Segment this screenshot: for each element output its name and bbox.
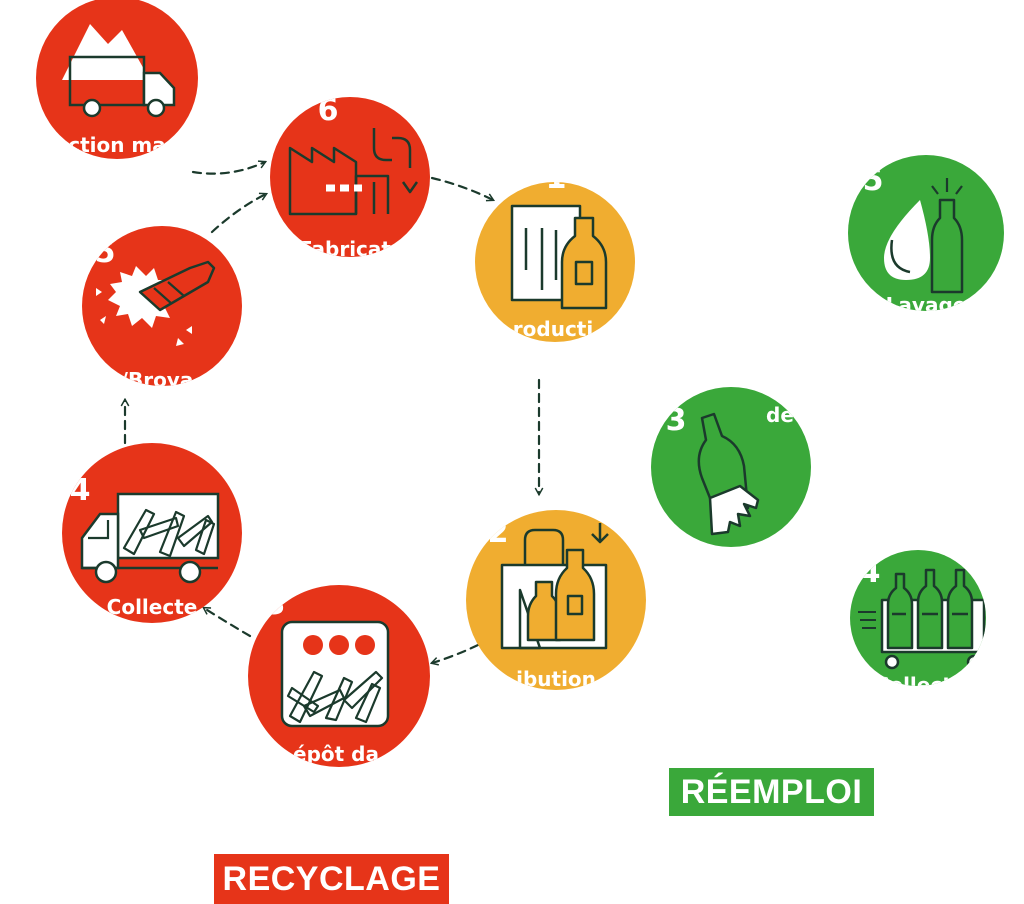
reuse-tag: RÉEMPLOI (669, 768, 874, 816)
washing-drop-icon (884, 178, 964, 294)
node-number: 5 (95, 235, 116, 270)
node-label: Lavage (886, 293, 967, 317)
node-number: 3 (666, 403, 687, 438)
node-number: 5 (863, 163, 884, 198)
node-fabrication: 6 Fabricat (270, 93, 430, 261)
flow-arrows (125, 162, 539, 663)
recycle-tag: RECYCLAGE (214, 854, 449, 904)
node-extraction: ction ma (36, 0, 198, 159)
node-label: épôt da (293, 742, 379, 766)
node-circle (651, 387, 811, 547)
node-label: Fabricat (299, 237, 391, 261)
arrow-fabrication-to-production (430, 176, 493, 200)
node-number: 3 (265, 587, 286, 622)
node-production: 1 roducti (475, 161, 635, 342)
node-number: 6 (318, 93, 339, 128)
node-number: 4 (70, 473, 91, 508)
node-depot: 3 épôt da (248, 585, 430, 767)
node-lavage: 5 Lavage (848, 155, 1004, 317)
arrow-depot-to-collecte (204, 608, 252, 638)
arrow-extraction-to-fabrication (191, 162, 265, 175)
crushed-glass-icon (96, 260, 216, 346)
node-label: roducti (513, 317, 593, 341)
node-number: 2 (488, 515, 509, 550)
node-label: /Broya (121, 368, 194, 392)
node-collecte: 4 Collecte (62, 443, 242, 623)
node-label: Collecte (107, 595, 198, 619)
node-label: dé (766, 403, 794, 427)
node-collecte-reuse: 4 Collecte (850, 550, 986, 697)
node-number: 1 (546, 161, 567, 196)
production-bottle-icon (510, 204, 608, 310)
node-number: 4 (860, 555, 881, 590)
node-depot-reuse: 3 dé (651, 387, 811, 547)
shopping-bag-icon (500, 523, 609, 650)
node-label: Collecte (875, 673, 966, 697)
node-circle (270, 97, 430, 257)
node-label: ction ma (68, 133, 166, 157)
bottle-bank-icon (280, 620, 390, 728)
truck-mountain-icon (62, 24, 176, 118)
hand-bottle-icon (697, 412, 760, 536)
collection-truck-icon (80, 492, 220, 584)
arrow-broyage-to-fabrication (210, 194, 266, 234)
node-broyage: 5 /Broya (82, 226, 242, 392)
node-distribution: 2 ibution (466, 510, 646, 691)
node-label: ibution (516, 667, 596, 691)
factory-icon (288, 128, 419, 216)
bottle-crate-icon (858, 568, 986, 670)
arrow-distribution-to-depot (432, 643, 480, 663)
